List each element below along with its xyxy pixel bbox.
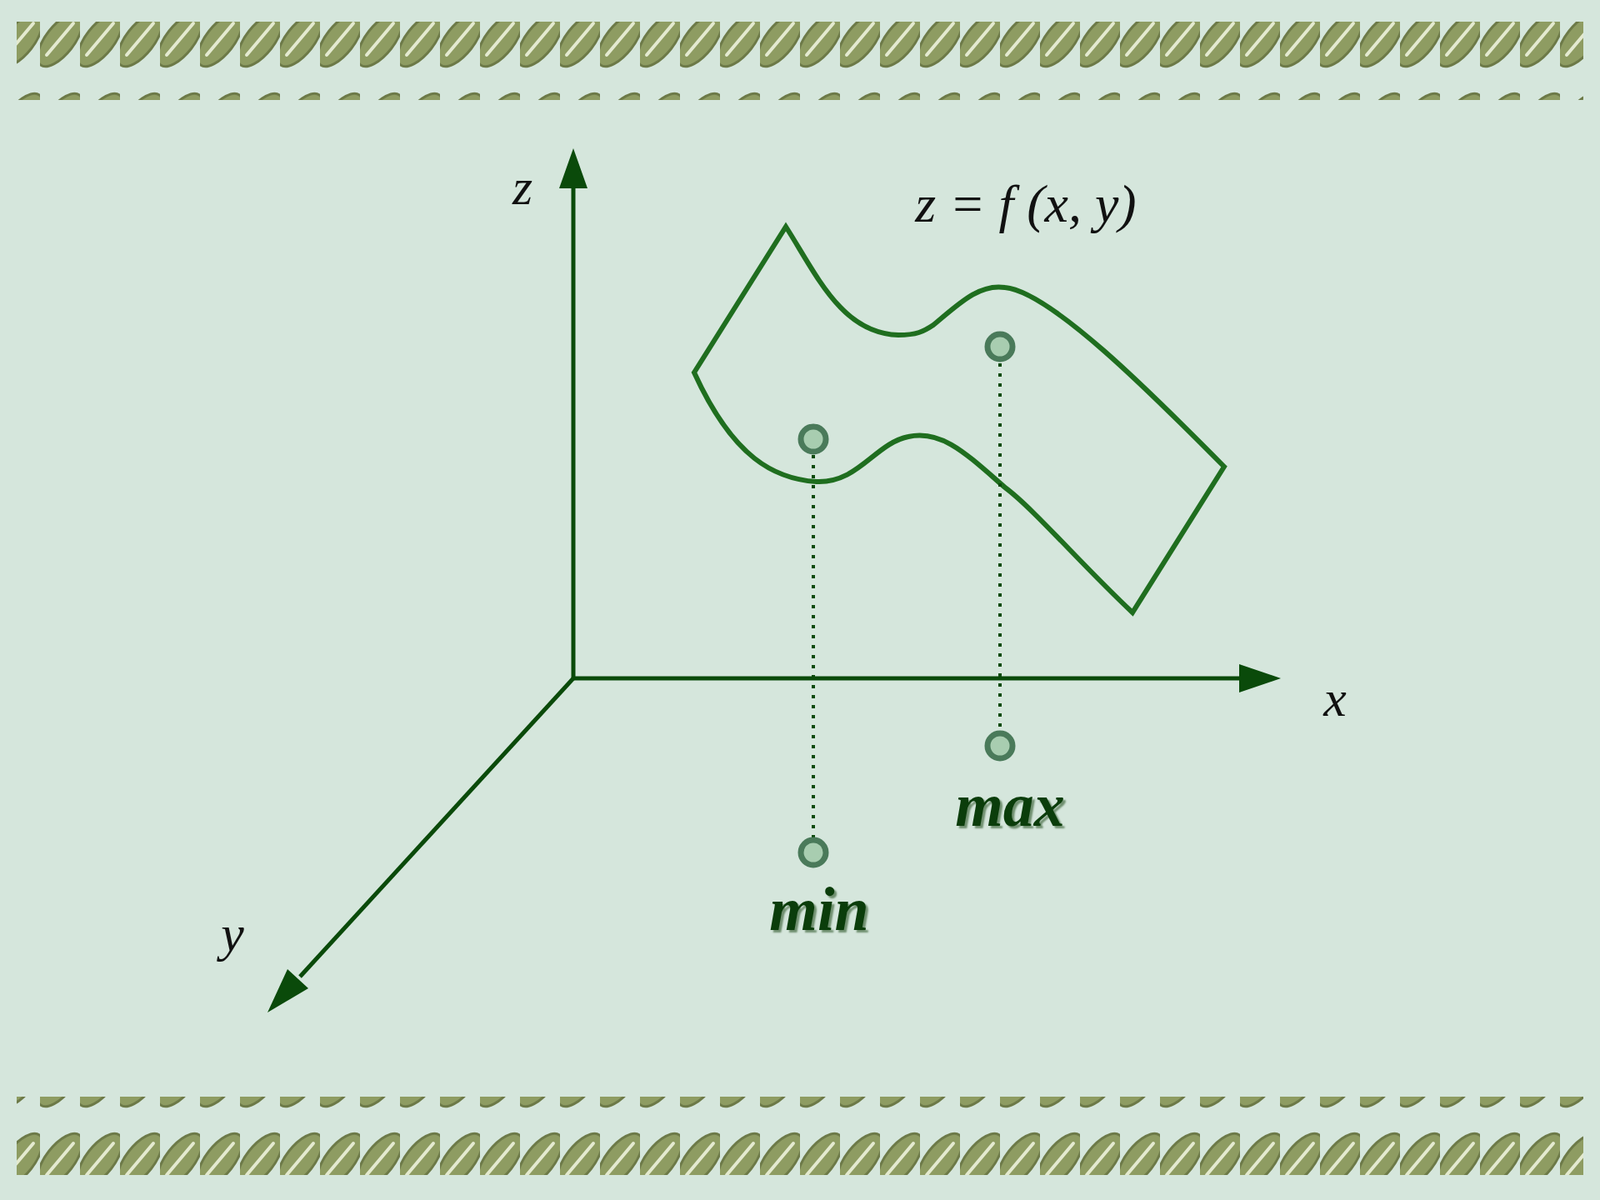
surface (694, 226, 1225, 613)
leaf-border (16, 21, 1584, 100)
x-axis (573, 676, 1242, 681)
point (800, 426, 826, 452)
axes (300, 185, 1242, 977)
arrowheads (267, 148, 1281, 1013)
projection-lines (813, 363, 1000, 838)
point (800, 840, 826, 865)
point (987, 334, 1013, 360)
dotted-line (811, 455, 815, 838)
axis-label: z (512, 160, 533, 213)
dotted-line (998, 363, 1002, 731)
extremum-label: max (955, 774, 1065, 836)
axis-label: x (1323, 672, 1347, 725)
leaf-border (16, 1096, 1584, 1175)
function-label: z = f (x, y) (915, 177, 1136, 231)
arrowhead (559, 148, 588, 189)
extremum-label: min (769, 878, 869, 940)
y-axis (300, 678, 574, 977)
z-axis (571, 185, 576, 679)
point (987, 733, 1013, 759)
arrowhead (1239, 664, 1281, 693)
axis-label: y (220, 907, 245, 960)
arrowhead (267, 969, 309, 1013)
